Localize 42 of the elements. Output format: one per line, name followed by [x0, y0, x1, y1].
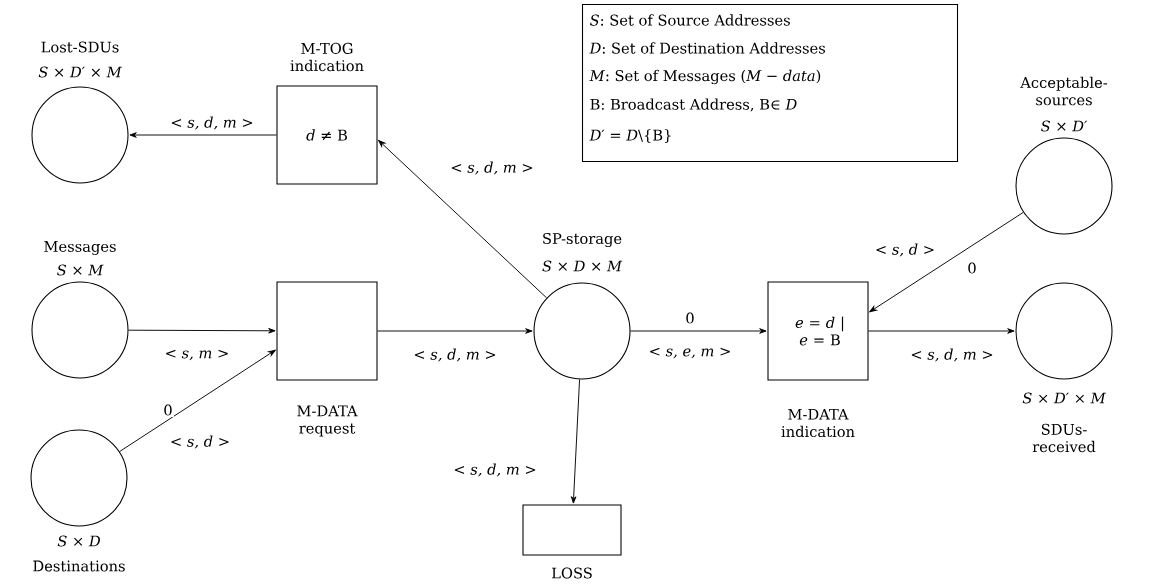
- transition-box: M-TOG indication d ≠ B: [276, 42, 378, 185]
- node-label: S × D′: [1041, 120, 1088, 132]
- arrow: [378, 139, 548, 299]
- arrow: [869, 211, 1024, 313]
- node-label: S × D: [57, 535, 100, 547]
- node-label: M-DATA request: [297, 405, 358, 437]
- node-label: M-DATA indication: [781, 408, 855, 438]
- edge-label: < s, d, m >: [452, 462, 538, 478]
- node-label: M-TOG indication: [290, 42, 364, 72]
- edge-label: < s, d, m >: [449, 160, 535, 176]
- node-label: S × D′ × M: [1022, 392, 1106, 404]
- node-label: LOSS: [552, 567, 592, 579]
- node-label: SP-storage: [543, 232, 622, 248]
- edge-label: < s, d >: [168, 434, 232, 450]
- transition-box: LOSS: [522, 504, 622, 579]
- node-label: Acceptable-sources: [1020, 76, 1108, 106]
- arrow: [868, 328, 1015, 334]
- node-label: S × D × M: [542, 260, 623, 272]
- arrow: [377, 328, 533, 334]
- arrow: [630, 328, 767, 334]
- edge-label: < s, d >: [873, 242, 937, 258]
- arc-weight: 0: [966, 261, 978, 275]
- edge-label: < s, d, m >: [412, 347, 499, 363]
- arrow: [119, 349, 276, 452]
- node-label: SDUs-received: [1032, 423, 1096, 453]
- edge-label: < s, d, m >: [909, 347, 996, 363]
- edge-label: < s, e, m >: [647, 346, 733, 360]
- arrow: [570, 379, 581, 504]
- edge-label: < s, d, m >: [169, 115, 255, 131]
- arrow: [128, 328, 276, 334]
- node-label: Messages: [44, 241, 116, 255]
- transition-box: M-DATA request: [276, 281, 378, 437]
- arrow: [129, 132, 277, 138]
- arc-weight: 0: [162, 403, 174, 417]
- edge-label: < s, m >: [163, 348, 231, 362]
- node-label: Destinations: [33, 560, 125, 572]
- transition-box: e = d | e = B M-DATA indication: [767, 281, 869, 438]
- node-label: S × M: [57, 264, 104, 276]
- arc-weight: 0: [684, 311, 696, 325]
- definition-box: S: Set of Source Addresses D: Set of Destination Addresses M: Set of Messages (M − data) B: Broadcast Address, B∈ D D′ = D\{B}: [581, 3, 959, 163]
- node-label: Lost-SDUs: [41, 41, 119, 53]
- node-label: S × D′ × M: [38, 66, 122, 78]
